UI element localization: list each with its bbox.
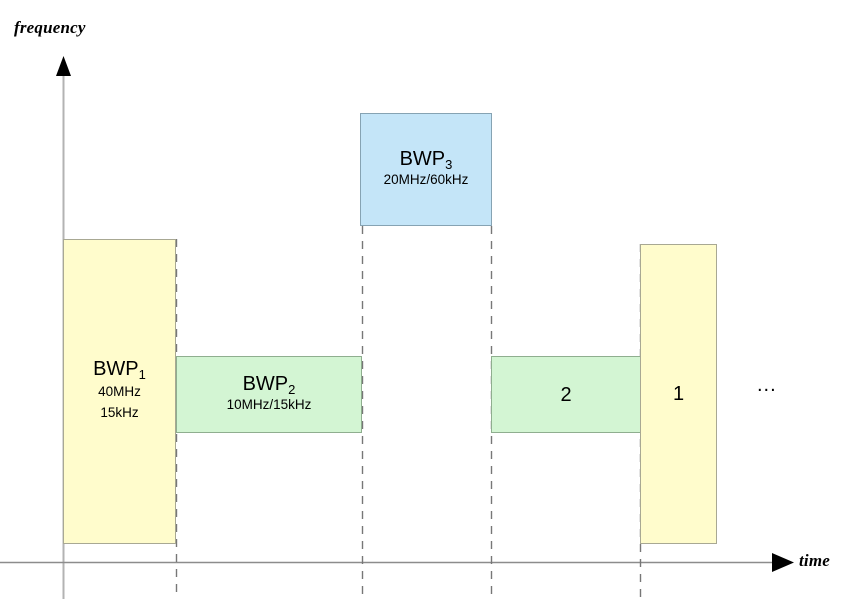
bwp-box-bwp3-params: 20MHz/60kHz (383, 171, 469, 187)
bwp-box-bwp2-repeat-label: 2 (560, 383, 572, 406)
bwp-box-bwp2-title: BWP2 (242, 372, 296, 397)
frequency-axis-label: frequency (14, 18, 86, 37)
bwp-box-bwp2-repeat[interactable]: 2 (491, 356, 641, 433)
bwp-box-bwp1[interactable]: BWP1 40MHz 15kHz (63, 239, 176, 544)
bwp-box-bwp1-title: BWP1 (93, 358, 146, 383)
bwp-box-bwp2-title-text: BWP (242, 372, 289, 395)
bwp-box-bwp3-subscript: 3 (445, 156, 453, 172)
continuation-ellipsis: ... (757, 374, 777, 396)
bwp-box-bwp2-subscript: 2 (288, 381, 296, 397)
time-axis-arrowhead (772, 553, 794, 572)
bwp-box-bwp3[interactable]: BWP3 20MHz/60kHz (360, 113, 492, 226)
bwp-box-bwp3-title: BWP3 (399, 147, 453, 172)
bwp-box-bwp1-repeat[interactable]: 1 (640, 244, 717, 544)
bwp-box-bwp3-title-text: BWP (399, 147, 446, 170)
bwp-box-bwp1-scs: 15kHz (100, 405, 139, 420)
frequency-axis-arrowhead (56, 56, 71, 76)
bwp-box-bwp1-repeat-label: 1 (672, 383, 685, 405)
bwp-box-bwp2[interactable]: BWP2 10MHz/15kHz (176, 356, 362, 433)
time-axis-label: time (799, 551, 831, 570)
bwp-box-bwp1-bandwidth: 40MHz (98, 384, 141, 400)
bwp-box-bwp1-title-text: BWP (93, 358, 139, 381)
bwp-box-bwp2-params: 10MHz/15kHz (226, 396, 312, 412)
bwp-box-bwp1-subscript: 1 (138, 367, 146, 383)
